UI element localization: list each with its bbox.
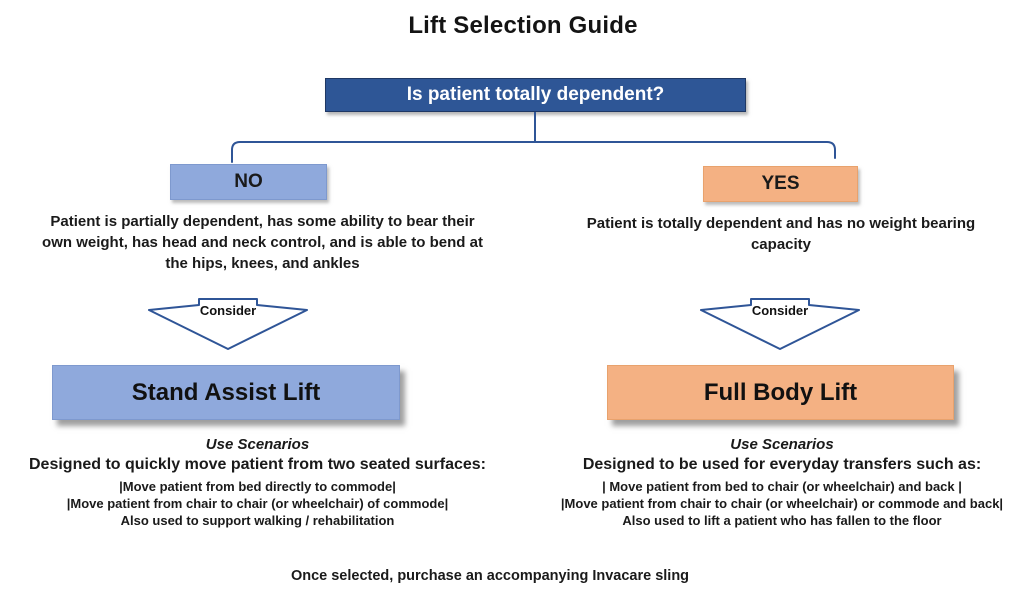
- branch-yes-label: YES: [761, 173, 800, 194]
- scenario-line: |Move patient from chair to chair (or wh…: [66, 496, 449, 511]
- branch-no-box: NO: [170, 164, 327, 200]
- description-line: Patient is partially dependent, has some…: [50, 213, 475, 230]
- scenario-line: |Move patient from chair to chair (or wh…: [560, 496, 1004, 511]
- use-scenarios-stand-assist: Use Scenarios Designed to quickly move p…: [5, 436, 510, 529]
- result-box-full-body-lift: Full Body Lift: [607, 365, 954, 420]
- use-scenarios-title: Use Scenarios: [205, 436, 310, 453]
- description-line: own weight, has head and neck control, a…: [42, 234, 483, 251]
- branch-connector-brace: [231, 112, 836, 163]
- result-box-stand-assist-lift: Stand Assist Lift: [52, 365, 400, 420]
- branch-no-label: NO: [234, 171, 263, 192]
- down-arrow-icon: [700, 298, 860, 350]
- consider-arrow-left: Consider: [146, 296, 310, 354]
- use-scenarios-heading: Designed to be used for everyday transfe…: [582, 456, 982, 473]
- scenario-line: Also used to lift a patient who has fall…: [622, 513, 942, 528]
- result-label: Stand Assist Lift: [131, 378, 321, 406]
- consider-label: Consider: [751, 303, 809, 318]
- question-label: Is patient totally dependent?: [406, 84, 665, 105]
- scenario-line: Also used to support walking / rehabilit…: [120, 513, 395, 528]
- page-title: Lift Selection Guide: [408, 12, 638, 39]
- branch-no-description: Patient is partially dependent, has some…: [20, 211, 505, 274]
- use-scenarios-title: Use Scenarios: [730, 436, 834, 453]
- branch-yes-box: YES: [703, 166, 858, 202]
- description-line: the hips, knees, and ankles: [165, 255, 360, 272]
- down-arrow-icon: [148, 298, 308, 350]
- scenario-line: | Move patient from bed to chair (or whe…: [602, 479, 962, 494]
- use-scenarios-heading: Designed to quickly move patient from tw…: [29, 456, 486, 473]
- scenario-line: |Move patient from bed directly to commo…: [119, 479, 396, 494]
- description-line: capacity: [750, 236, 812, 253]
- branch-yes-description: Patient is totally dependent and has no …: [550, 213, 1012, 255]
- question-box: Is patient totally dependent?: [325, 78, 746, 112]
- footer-note: Once selected, purchase an accompanying …: [290, 568, 690, 584]
- result-label: Full Body Lift: [703, 378, 858, 406]
- description-line: Patient is totally dependent and has no …: [586, 215, 976, 232]
- use-scenarios-full-body: Use Scenarios Designed to be used for ev…: [540, 436, 1024, 529]
- consider-arrow-right: Consider: [698, 296, 862, 354]
- consider-label: Consider: [199, 303, 257, 318]
